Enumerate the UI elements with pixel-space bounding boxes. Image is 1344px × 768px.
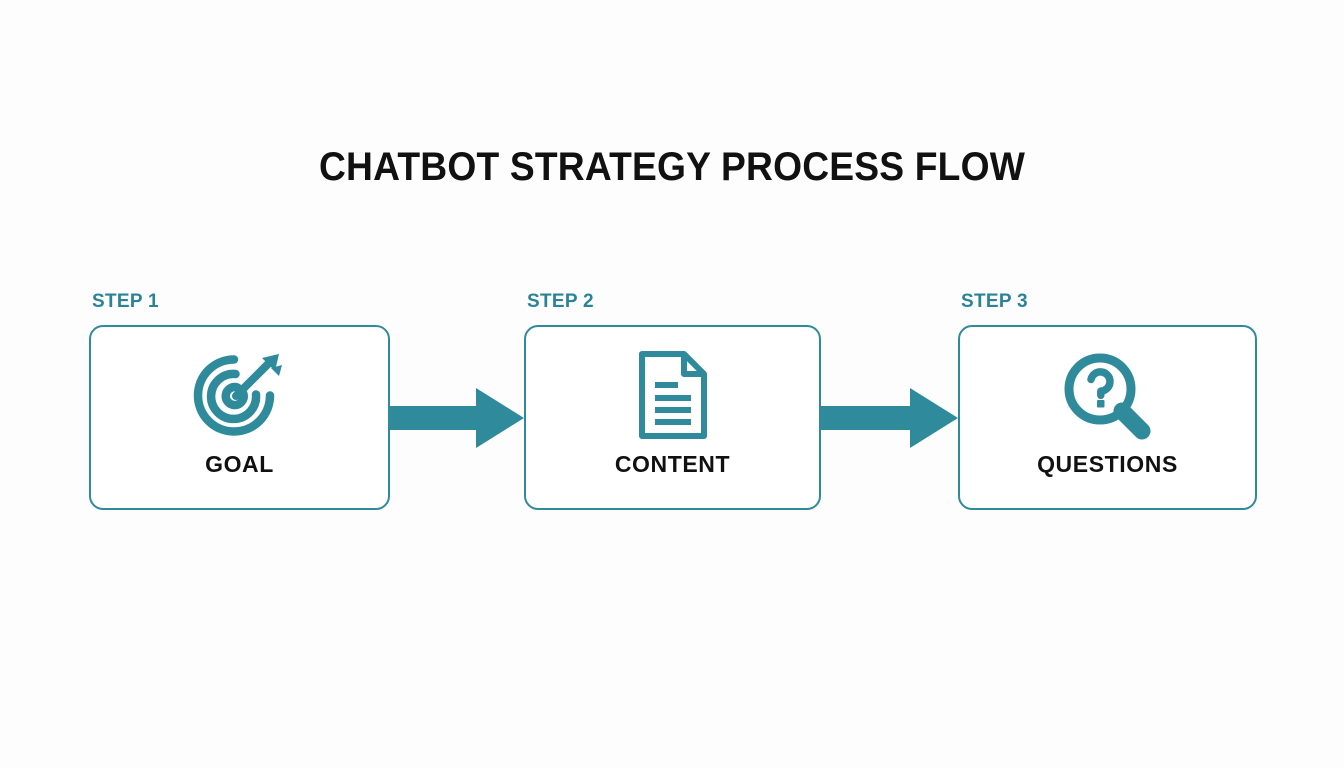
- step-1-number-label: STEP 1: [92, 291, 159, 312]
- step-3-title: QUESTIONS: [1037, 451, 1178, 477]
- step-2-number-label: STEP 2: [527, 291, 594, 312]
- connector-arrow-1: [390, 388, 524, 453]
- magnifier-question-icon: [1058, 349, 1158, 441]
- process-step-1: STEP 1 GOAL: [89, 291, 390, 510]
- process-step-2: STEP 2 CONTENT: [524, 291, 821, 510]
- process-step-3: STEP 3 QUESTIONS: [958, 291, 1257, 510]
- step-3-card[interactable]: QUESTIONS: [958, 325, 1257, 510]
- step-1-title: GOAL: [205, 451, 274, 477]
- step-2-card[interactable]: CONTENT: [524, 325, 821, 510]
- connector-arrow-2: [821, 388, 958, 453]
- document-lines-icon: [634, 349, 712, 441]
- process-flow-row: STEP 1 GOAL STE: [89, 291, 1257, 510]
- page-title: CHATBOT STRATEGY PROCESS FLOW: [318, 145, 1025, 189]
- step-2-title: CONTENT: [614, 451, 731, 477]
- step-3-number-label: STEP 3: [961, 291, 1028, 312]
- target-arrow-icon: [192, 349, 288, 441]
- step-1-card[interactable]: GOAL: [89, 325, 390, 510]
